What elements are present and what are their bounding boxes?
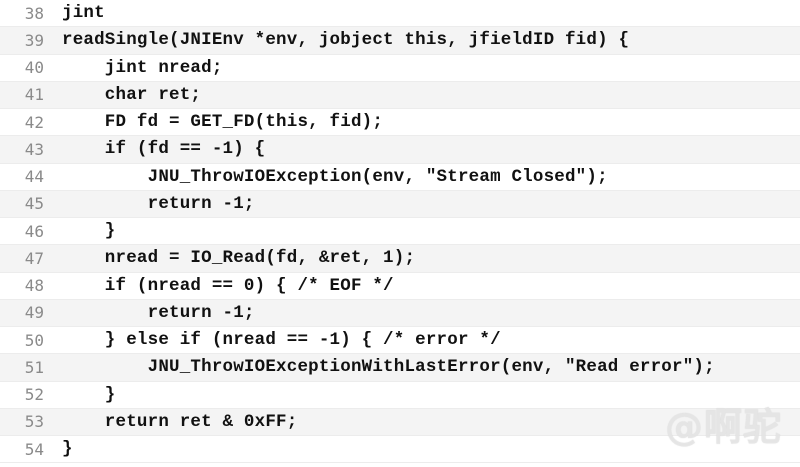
line-number: 39 <box>24 30 44 50</box>
line-number: 42 <box>24 112 44 132</box>
code-text: } <box>62 221 116 242</box>
code-line: 41 char ret; <box>0 81 800 109</box>
code-line: 45 return -1; <box>0 190 800 218</box>
line-number: 46 <box>24 221 44 241</box>
line-number: 50 <box>24 330 44 350</box>
code-line: 51 JNU_ThrowIOExceptionWithLastError(env… <box>0 354 800 382</box>
line-number: 48 <box>24 276 44 296</box>
code-line: 42 FD fd = GET_FD(this, fid); <box>0 109 800 137</box>
code-text: FD fd = GET_FD(this, fid); <box>62 112 384 133</box>
code-text: return ret & 0xFF; <box>62 411 298 432</box>
code-line: 49 return -1; <box>0 299 800 327</box>
code-line: 40 jint nread; <box>0 55 800 82</box>
code-text: jint <box>62 3 105 24</box>
line-number: 43 <box>24 139 44 159</box>
code-line: 38 jint <box>0 0 800 28</box>
line-number: 54 <box>24 439 44 459</box>
code-line: 48 if (nread == 0) { /* EOF */ <box>0 273 800 300</box>
code-text: } <box>62 384 116 405</box>
code-line: 52 } <box>0 382 800 409</box>
code-line: 53 return ret & 0xFF; <box>0 408 800 436</box>
code-text: if (nread == 0) { /* EOF */ <box>62 275 394 296</box>
code-text: jint nread; <box>62 57 223 78</box>
code-text: return -1; <box>62 193 255 214</box>
line-number: 41 <box>24 85 44 105</box>
line-number: 44 <box>24 167 44 187</box>
code-text: readSingle(JNIEnv *env, jobject this, jf… <box>62 30 630 51</box>
line-number: 51 <box>24 357 44 377</box>
code-text: JNU_ThrowIOException(env, "Stream Closed… <box>62 166 608 187</box>
code-text: if (fd == -1) { <box>62 139 266 160</box>
line-number: 47 <box>24 248 44 268</box>
code-line: 43 if (fd == -1) { <box>0 136 800 164</box>
line-number: 52 <box>24 385 44 405</box>
line-number: 40 <box>24 58 44 78</box>
code-text: nread = IO_Read(fd, &ret, 1); <box>62 248 416 269</box>
code-text: } <box>62 439 73 460</box>
code-line: 50 } else if (nread == -1) { /* error */ <box>0 327 800 355</box>
code-text: JNU_ThrowIOExceptionWithLastError(env, "… <box>62 357 715 378</box>
line-number: 45 <box>24 194 44 214</box>
line-number: 49 <box>24 303 44 323</box>
code-line: 46 } <box>0 218 800 246</box>
code-text: char ret; <box>62 84 202 105</box>
code-line: 54 } <box>0 436 800 464</box>
code-text: return -1; <box>62 302 255 323</box>
line-number: 38 <box>24 3 44 23</box>
line-number: 53 <box>24 412 44 432</box>
code-line: 47 nread = IO_Read(fd, &ret, 1); <box>0 245 800 273</box>
code-line: 44 JNU_ThrowIOException(env, "Stream Clo… <box>0 164 800 191</box>
code-line: 39 readSingle(JNIEnv *env, jobject this,… <box>0 27 800 55</box>
code-text: } else if (nread == -1) { /* error */ <box>62 330 501 351</box>
